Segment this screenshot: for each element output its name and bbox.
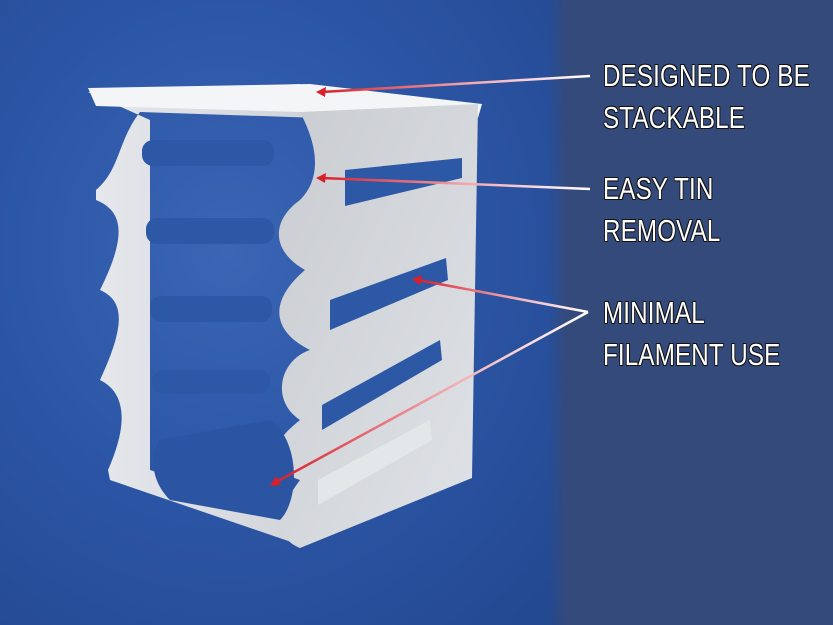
arrow-stackable — [316, 74, 591, 97]
annotation-stackable: DESIGNED TO BE STACKABLE — [603, 55, 810, 139]
annotation-tin-removal: EASY TIN REMOVAL — [603, 168, 721, 252]
annotation-tin-removal-line2: REMOVAL — [603, 213, 721, 248]
annotation-stackable-line2: STACKABLE — [603, 100, 746, 135]
rack-bottom-opening — [153, 420, 294, 520]
arrow-filament-lower — [270, 310, 589, 486]
annotation-filament: MINIMAL FILAMENT USE — [603, 292, 780, 376]
rack-left-frame — [88, 84, 320, 545]
panel-edge — [548, 0, 568, 625]
annotation-tin-removal-line1: EASY TIN — [603, 171, 714, 206]
arrow-tin-removal — [316, 173, 591, 191]
annotation-stackable-line1: DESIGNED TO BE — [603, 58, 810, 93]
annotation-panel — [565, 0, 833, 625]
annotation-filament-line2: FILAMENT USE — [603, 337, 781, 372]
annotation-filament-line1: MINIMAL — [603, 295, 705, 330]
rack-right-panel — [274, 104, 478, 548]
arrow-filament-upper — [412, 275, 589, 314]
